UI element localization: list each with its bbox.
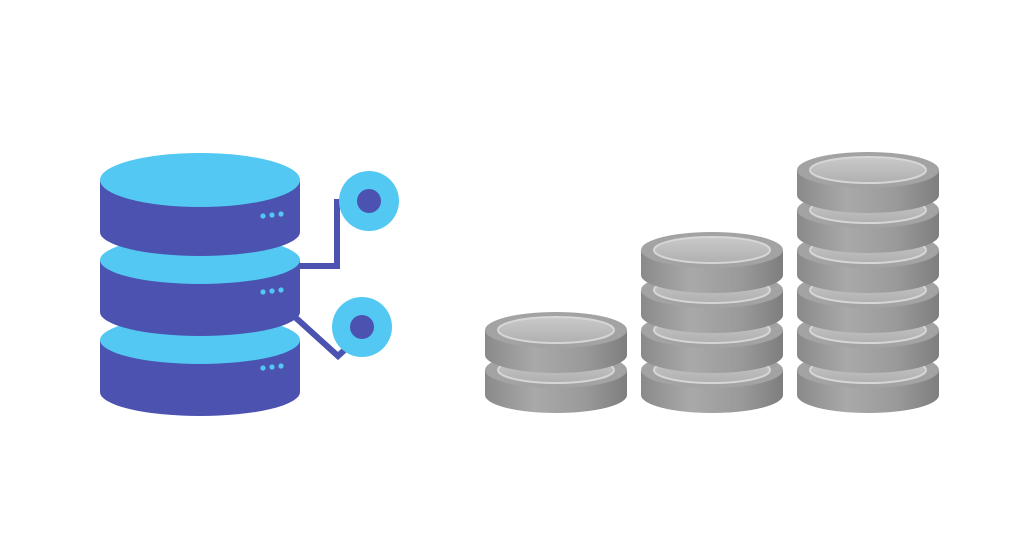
coin-stack-1 xyxy=(485,312,627,413)
network-node-top xyxy=(339,171,399,231)
network-node-bottom xyxy=(332,297,392,357)
database-network-icon xyxy=(100,153,399,416)
coin-stack-2 xyxy=(641,232,783,413)
coin-stack-3 xyxy=(797,152,939,413)
coin xyxy=(797,152,939,213)
coin-stacks-icon xyxy=(485,152,939,413)
database-disk-top xyxy=(100,153,300,256)
coin xyxy=(641,232,783,293)
coin xyxy=(485,312,627,373)
